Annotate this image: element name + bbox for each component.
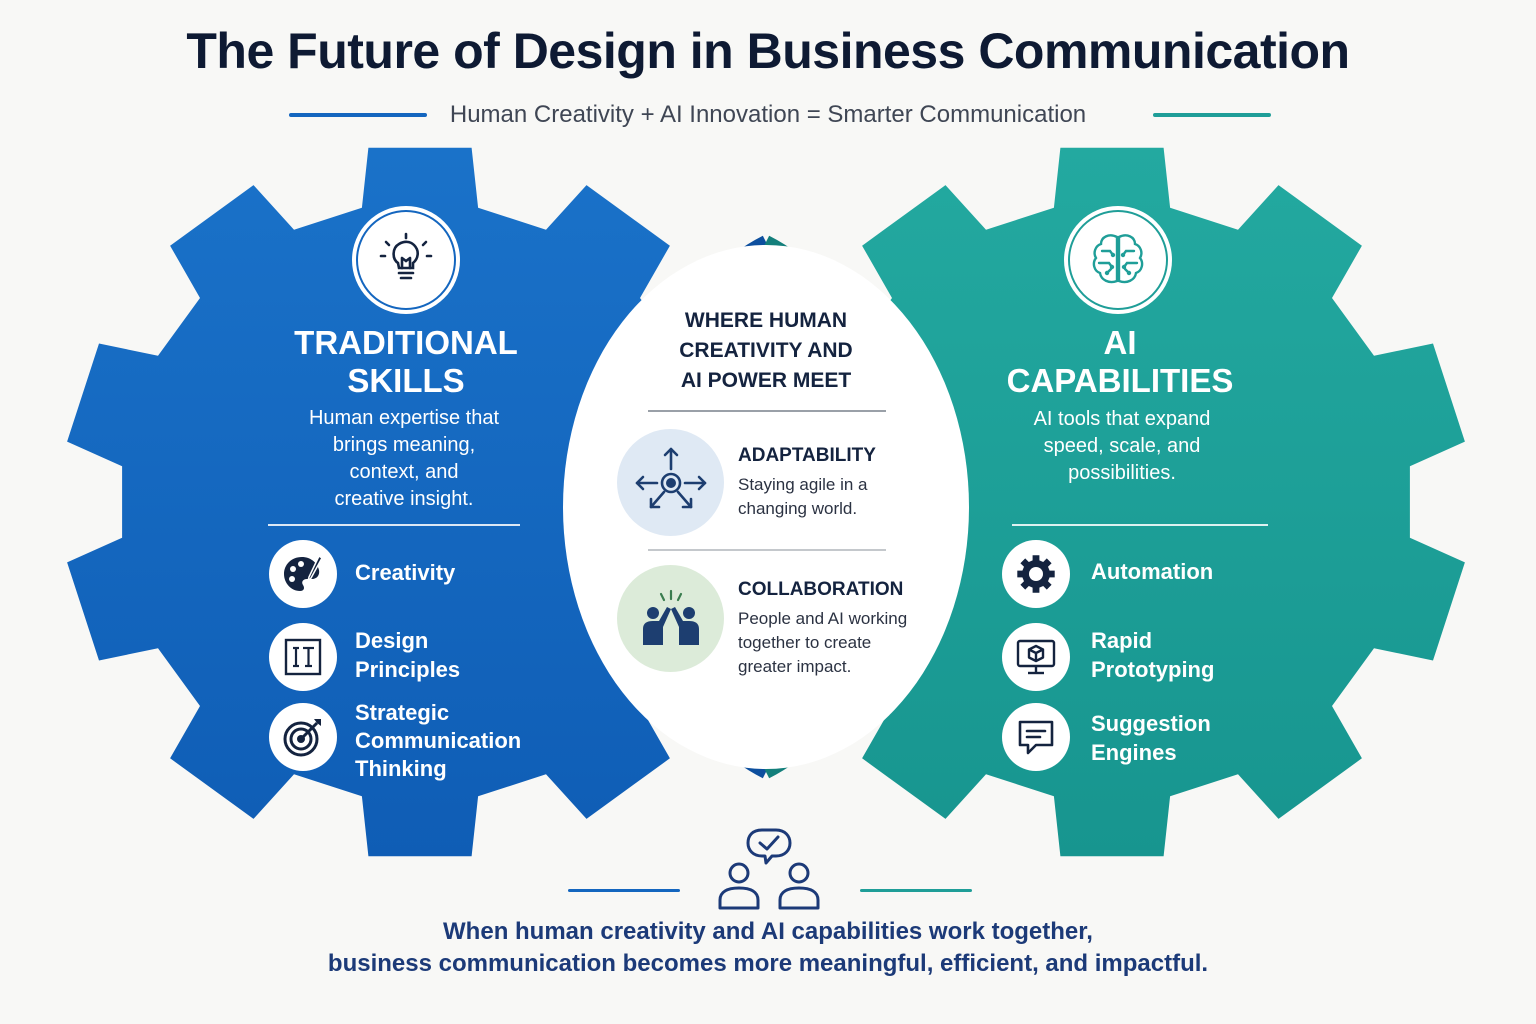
suggestion-engines-icon-badge <box>1002 703 1070 771</box>
page-subtitle: Human Creativity + AI Innovation = Smart… <box>449 101 1087 128</box>
adaptability-title: ADAPTABILITY <box>738 445 876 466</box>
rapid-prototyping-icon-badge <box>1002 623 1070 691</box>
adaptability-description: Staying agile in a changing world. <box>738 475 868 518</box>
strategic-thinking-icon-badge <box>269 703 337 771</box>
collaboration-icon-badge <box>617 565 724 672</box>
arrows-out-icon <box>635 447 706 508</box>
left-gear-shape <box>67 147 773 857</box>
lightbulb-icon <box>379 232 433 280</box>
right-gear-shape <box>759 147 1465 857</box>
subtitle-rule-left <box>289 113 427 117</box>
right-gear-title: AI CAPABILITIES <box>968 324 1272 400</box>
design-principles-icon-badge <box>269 623 337 691</box>
adaptability-block: ADAPTABILITY Staying agile in a changing… <box>738 445 876 521</box>
chat-icon <box>1018 720 1054 755</box>
brain-circuit-icon <box>1092 234 1144 284</box>
center-heading: WHERE HUMAN CREATIVITY AND AI POWER MEET <box>679 309 853 392</box>
people-check-icon <box>718 828 820 910</box>
footer-line-1: When human creativity and AI capabilitie… <box>443 918 1093 945</box>
footer-rule-right <box>860 889 972 892</box>
automation-icon-badge <box>1002 540 1070 608</box>
subtitle-rule-right <box>1153 113 1271 117</box>
left-gear-title-line1: TRADITIONAL <box>294 324 518 361</box>
right-gear-title-line1: AI <box>1103 324 1137 361</box>
right-item-rapid-prototyping: Rapid Prototyping <box>1091 628 1215 682</box>
monitor-cube-icon <box>1016 639 1056 675</box>
creativity-icon-badge <box>269 540 337 608</box>
left-gear-title: TRADITIONAL SKILLS <box>254 324 558 400</box>
target-icon <box>283 719 321 757</box>
right-gear-title-line2: CAPABILITIES <box>1006 362 1234 399</box>
collaboration-title: COLLABORATION <box>738 579 904 600</box>
footer-rule-left <box>568 889 680 892</box>
collaboration-block: COLLABORATION People and AI working toge… <box>738 579 907 679</box>
right-item-automation: Automation <box>1091 559 1214 584</box>
collaboration-description: People and AI working together to create… <box>738 609 908 676</box>
gear-icon <box>1017 555 1055 593</box>
right-gear-description: AI tools that expand speed, scale, and p… <box>1033 408 1211 484</box>
left-gear-description: Human expertise that brings meaning, con… <box>308 407 500 510</box>
right-item-suggestion-engines: Suggestion Engines <box>1091 711 1211 765</box>
left-gear-icon-badge <box>352 206 460 314</box>
left-item-strategic-thinking: Strategic Communication Thinking <box>355 700 522 781</box>
left-item-design-principles: Design Principles <box>355 628 461 682</box>
page-title: The Future of Design in Business Communi… <box>186 23 1350 79</box>
palette-icon <box>284 554 323 591</box>
high-five-icon <box>642 589 699 645</box>
adaptability-icon-badge <box>617 429 724 536</box>
typography-icon <box>284 638 322 676</box>
left-item-creativity: Creativity <box>355 560 456 585</box>
left-gear-title-line2: SKILLS <box>347 362 465 399</box>
footer-message: When human creativity and AI capabilitie… <box>0 916 1536 980</box>
footer-line-2: business communication becomes more mean… <box>327 950 1209 977</box>
right-gear-icon-badge <box>1064 206 1172 314</box>
